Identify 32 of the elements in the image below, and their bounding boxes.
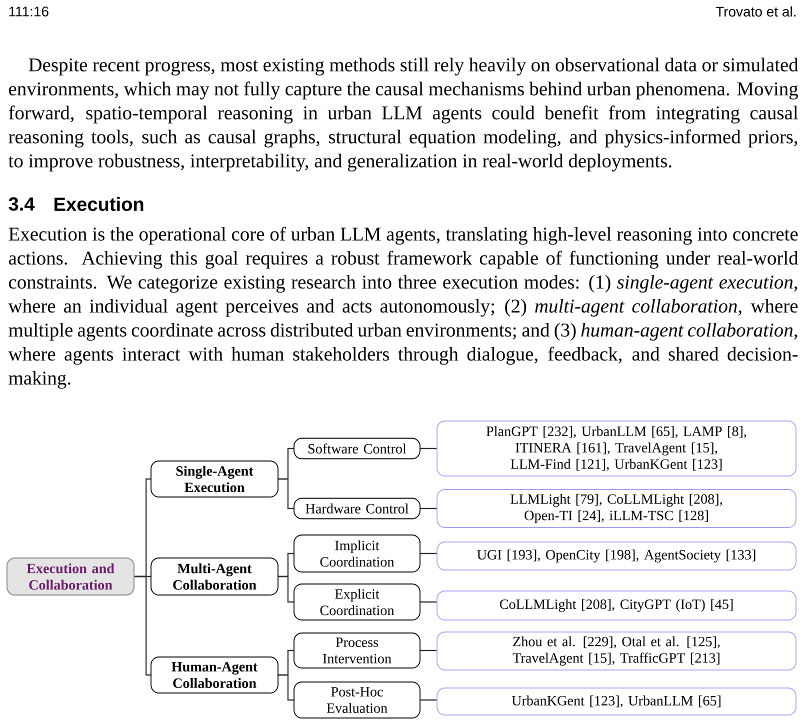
citation-box: UGI [193], OpenCity [198], AgentSociety [133] xyxy=(436,542,796,570)
root-category-box: Execution and Collaboration xyxy=(6,557,135,596)
connector-line xyxy=(420,699,437,701)
citation-box: UrbanKGent [123], UrbanLLM [65] xyxy=(436,688,796,716)
category-box: Multi-Agent Collaboration xyxy=(150,558,278,596)
section-heading: Execution xyxy=(54,197,144,211)
subcategory-box: Implicit Coordination xyxy=(294,534,420,572)
subcategory-box: Explicit Coordination xyxy=(294,584,420,620)
connector-line xyxy=(420,508,437,510)
citation-box: Zhou et al. [229], Otal et al. [125], TravelAgent [15], TrafficGPT [213] xyxy=(436,632,796,670)
subcategory-box: Process Intervention xyxy=(294,632,420,668)
category-box: Single-Agent Execution xyxy=(150,460,278,498)
body-paragraph: Execution is the operational core of urban LLM agents, translating high-level reasoning into concrete actions. Achieving this goal requires a robust framework capable of functioning under real-world constraints. We categorize existing research into three execution modes: (1) single-agent execution, where an individual agent perceives and acts autonomously; (2) multi-agent collaboration, where multiple agents coordinate across distributed urban environments; and (3) human-agent collaboration, where agents interact with human stakeholders through dialogue, feedback, and shared decision-making. xyxy=(8,226,798,389)
citation-box: LLMLight [79], CoLLMLight [208], Open-TI [24], iLLM-TSC [128] xyxy=(436,489,796,528)
connector-line xyxy=(278,576,294,603)
connector-line xyxy=(278,478,294,510)
connector-line xyxy=(420,552,437,554)
connector-line xyxy=(420,650,437,652)
subcategory-box: Hardware Control xyxy=(294,498,420,520)
category-box: Human-Agent Collaboration xyxy=(150,656,278,694)
page-number: 111:16 xyxy=(9,6,48,16)
subcategory-box: Post-Hoc Evaluation xyxy=(294,682,420,718)
connector-line xyxy=(134,576,151,676)
body-paragraph: Despite recent progress, most existing methods still rely heavily on observational data or simulated environments, which may not fully capture the causal mechanisms behind urban phenomena. Moving forward, spatio-temporal reasoning in urban LLM agents could benefit from integrating causal reasoning tools, such as causal graphs, structural equation modeling, and physics-informed priors, to improve robustness, interpretability, and generalization in real-world deployments. xyxy=(8,58,798,172)
connector-line xyxy=(278,674,294,701)
connector-line xyxy=(420,448,437,450)
section-number: 3.4 xyxy=(8,197,35,211)
citation-box: CoLLMLight [208], CityGPT (IoT) [45] xyxy=(436,590,796,620)
subcategory-box: Software Control xyxy=(294,438,420,460)
connector-line xyxy=(420,601,437,603)
running-head: Trovato et al. xyxy=(716,6,796,17)
citation-box: PlanGPT [232], UrbanLLM [65], LAMP [8], ITINERA [161], TravelAgent [15], LLM-Find [121], UrbanKGent [123] xyxy=(436,420,796,476)
